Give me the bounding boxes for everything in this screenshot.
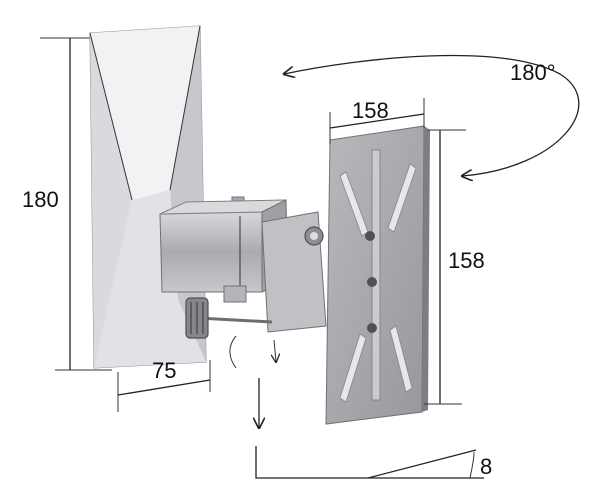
small-tilt-arrow-icon: [274, 339, 276, 362]
wall-plate-height-dimension: 180: [22, 37, 112, 371]
small-swing-arrow-icon: [229, 335, 237, 369]
tv-plate-height-dimension: 158: [424, 129, 485, 405]
wall-plate-height-label: 180: [22, 187, 59, 212]
tv-plate: [325, 125, 430, 425]
baseline: [255, 446, 484, 479]
rotation-indicator: 180°: [284, 54, 580, 176]
tilt-indicator: 8: [256, 378, 492, 479]
tv-plate-height-label: 158: [448, 248, 485, 273]
wall-plate: [89, 25, 207, 369]
tilt-angle-icon: [367, 449, 477, 479]
wall-plate-depth-dimension: 75: [117, 358, 211, 412]
rotation-label: 180°: [510, 60, 556, 85]
wall-plate-depth-label: 75: [152, 358, 176, 383]
rotation-arrow-icon: [284, 54, 580, 176]
tv-plate-width-label: 158: [352, 98, 389, 123]
swivel-arm: [159, 196, 327, 369]
tilt-label: 8: [480, 454, 492, 479]
